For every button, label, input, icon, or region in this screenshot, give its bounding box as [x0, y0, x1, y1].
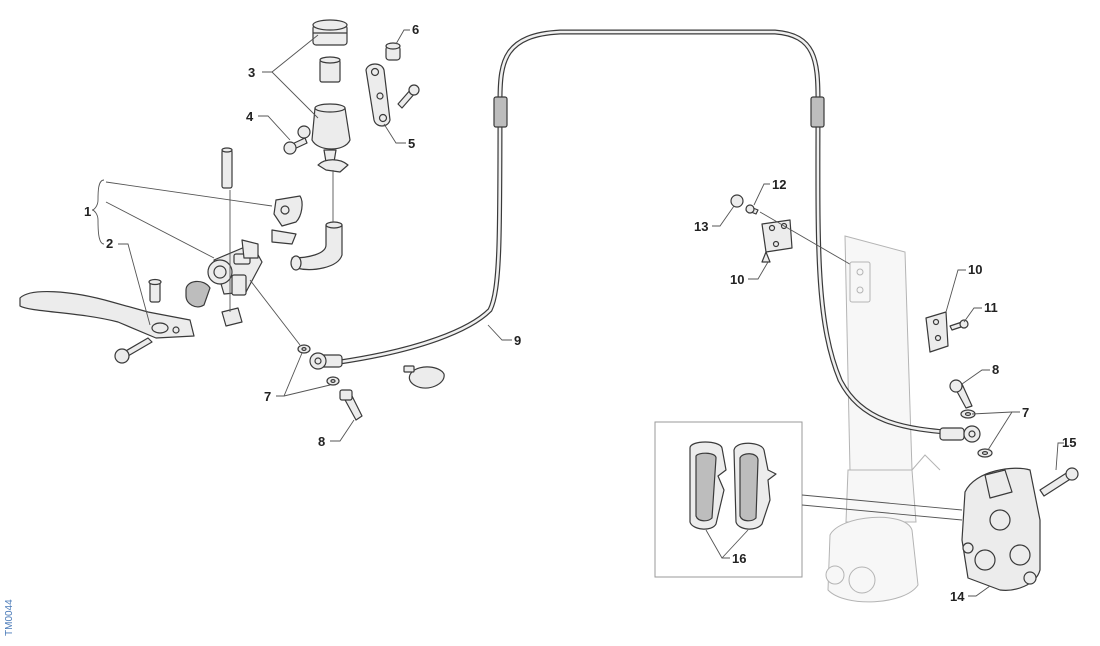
- callout-11: 11: [984, 300, 998, 315]
- cap-nut: [385, 42, 401, 61]
- callout-13: 13: [694, 219, 708, 234]
- callout-4: 4: [246, 109, 254, 124]
- fork-mount-plate: [849, 261, 871, 303]
- brake-lever: [19, 291, 195, 364]
- callout-15: 15: [1062, 435, 1076, 450]
- callout-labels: 1 2 3 4 5 6 7 8 9 10 10 11 12 13 7 8 14 …: [84, 22, 1076, 604]
- callout-6: 6: [412, 22, 419, 37]
- figure-reference-code: TM0044: [4, 599, 15, 636]
- cable-tie: [403, 365, 445, 389]
- callout-7-right: 7: [1022, 405, 1029, 420]
- callout-14: 14: [950, 589, 965, 604]
- right-washers-bolt: [949, 379, 993, 458]
- reservoir-hose: [290, 170, 343, 271]
- callout-5: 5: [408, 136, 415, 151]
- callout-1: 1: [84, 204, 91, 219]
- callout-9: 9: [514, 333, 521, 348]
- brake-hose: [309, 29, 981, 443]
- callout-10-right: 10: [968, 262, 982, 277]
- callout-8-left: 8: [318, 434, 325, 449]
- callout-16: 16: [732, 551, 746, 566]
- hose-bracket-lower: [925, 311, 969, 353]
- callout-leaders: [91, 29, 1064, 597]
- left-washers-bolt: [249, 279, 363, 421]
- reservoir-screw: [283, 137, 308, 155]
- reservoir-assembly: [297, 19, 351, 173]
- callout-2: 2: [106, 236, 113, 251]
- master-cylinder: [148, 147, 303, 327]
- callout-8-right: 8: [992, 362, 999, 377]
- callout-12: 12: [772, 177, 786, 192]
- hose-bracket-upper: [730, 194, 861, 271]
- callout-7-left: 7: [264, 389, 271, 404]
- brake-caliper: [961, 467, 1079, 591]
- brake-pads-inset: [654, 421, 963, 578]
- callout-3: 3: [248, 65, 255, 80]
- callout-10-upper: 10: [730, 272, 744, 287]
- reservoir-bracket: [365, 63, 420, 127]
